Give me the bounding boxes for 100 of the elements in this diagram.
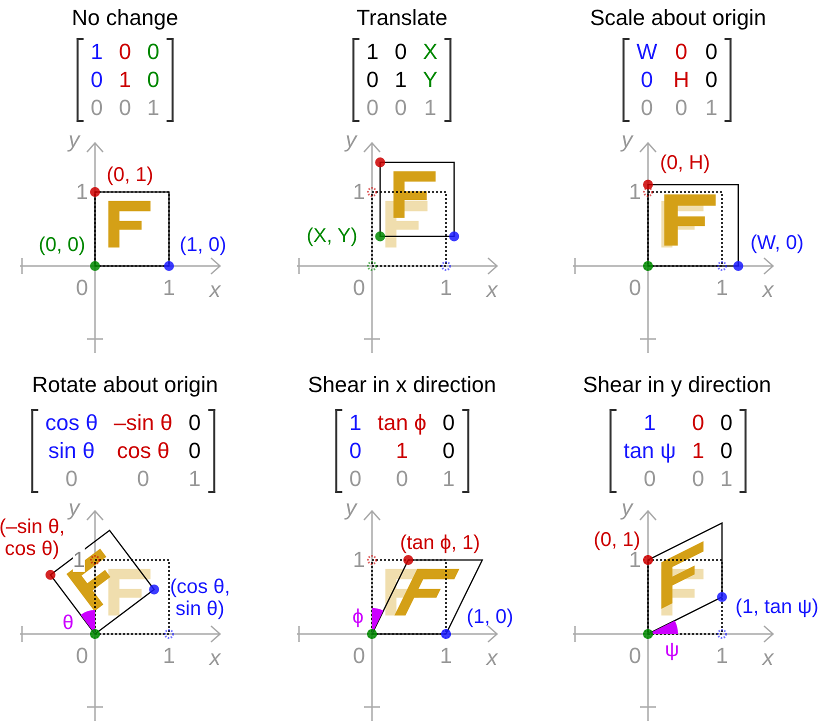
matrix-entry: –sin θ [114,409,173,437]
axis-label: y [346,496,356,520]
point-label: (W, 0) [750,232,804,254]
matrix-entry: 0 [366,66,379,94]
matrix-entry: 0 [90,66,103,94]
matrix-entry: 1 [90,38,103,66]
matrix-entry: 0 [394,94,407,122]
matrix-entry: 0 [349,437,362,465]
matrix-entry: 1 [188,465,201,493]
axis-label: x [762,646,774,670]
matrix-entry: 1 [394,437,410,465]
matrix-entry: 0 [118,38,132,66]
matrix-entry: 0 [692,409,704,437]
panel-title: Rotate about origin [32,372,218,398]
matrix-entry: 0 [147,66,160,94]
matrix-entry: 0 [394,38,407,66]
matrix-entry: 1 [118,66,132,94]
matrix-entry: 0 [136,465,150,493]
matrix-entry: 0 [349,465,362,493]
matrix-entry: tan ψ [624,437,676,465]
matrix-entry: 1 [692,437,704,465]
matrix-entry: 1 [147,94,160,122]
tick-label: 0 [76,276,88,300]
tick-label: 1 [76,180,88,204]
matrix-entry: 0 [720,437,732,465]
tick-label: 1 [440,644,452,668]
panel-title: Shear in y direction [582,372,772,398]
tick-label: 1 [162,644,176,668]
point-label: (0, H) [660,152,710,174]
point-label: (1, tan ψ) [735,596,819,618]
matrix-entry: cos θ [45,409,98,437]
matrix-entry: 0 [118,94,132,122]
matrix-entry: 0 [64,465,79,493]
matrix-entry: 1 [642,409,657,437]
matrix-entry: 1 [394,66,407,94]
axis-label: y [68,496,80,520]
matrix-entry: cos θ [116,437,170,465]
matrix-entry: 0 [442,437,455,465]
axis-label: x [486,646,498,670]
matrix-entry: 0 [147,38,160,66]
tick-label: 1 [716,644,728,668]
matrix-entry: 0 [640,94,654,122]
axis-label: y [622,496,632,520]
axis-label: x [762,278,774,302]
panel-title: Translate [356,6,448,30]
tick-label: 1 [352,548,366,572]
matrix-entry: 0 [674,94,688,122]
angle-label: ϕ [352,606,364,628]
matrix-entry: X [422,38,438,66]
tick-label: 0 [628,276,642,300]
point-label: (cos θ, sin θ) [168,576,232,620]
axis-label: x [210,646,220,670]
matrix-entry: 0 [720,409,732,437]
point-label: (0, 1) [106,164,154,186]
matrix-entry: 0 [692,465,704,493]
matrix-entry: H [673,66,690,94]
matrix-entry: 0 [366,94,379,122]
axis-label: y [622,128,632,152]
point-label: (–sin θ, cos θ) [0,516,66,560]
matrix-entry: 1 [705,94,718,122]
matrix-entry: 0 [188,409,201,437]
point-label: (1, 0) [466,606,514,628]
matrix-entry: 0 [674,38,688,66]
point-label: (X, Y) [306,225,358,247]
angle-label: θ [62,612,74,634]
panel-title: No change [72,6,178,30]
tick-label: 1 [440,276,452,300]
tick-label: 1 [352,180,366,204]
matrix-entry: 0 [90,94,103,122]
tick-label: 0 [76,644,88,668]
tick-label: 1 [162,276,176,300]
matrix-entry: tan ϕ [377,409,427,437]
matrix-entry: 0 [394,465,410,493]
matrix-entry: 1 [366,38,379,66]
matrix-entry: 1 [349,409,362,437]
axis-label: y [346,128,356,152]
point-label: (1, 0) [180,234,226,256]
tick-label: 1 [716,276,728,300]
matrix-entry: 1 [423,94,438,122]
tick-label: 0 [352,644,366,668]
tick-label: 1 [628,180,642,204]
axis-label: x [210,278,220,302]
point-label: (tan ϕ, 1) [400,532,480,554]
axis-label: x [486,278,498,302]
matrix-entry: 0 [705,66,718,94]
panel-title: Scale about origin [590,6,766,30]
tick-label: 0 [628,644,642,668]
matrix-entry: 0 [640,66,654,94]
panel-title: Shear in x direction [308,372,496,398]
tick-label: 0 [352,276,366,300]
matrix-entry: 0 [188,437,201,465]
tick-label: 1 [72,548,86,572]
matrix-entry: 0 [442,409,455,437]
matrix-entry: W [636,38,658,66]
matrix-entry: Y [422,66,438,94]
matrix-entry: 1 [720,465,732,493]
matrix-entry: sin θ [47,437,96,465]
matrix-entry: 0 [705,38,718,66]
axis-label: y [68,128,80,152]
point-label: (0, 0) [38,234,86,256]
